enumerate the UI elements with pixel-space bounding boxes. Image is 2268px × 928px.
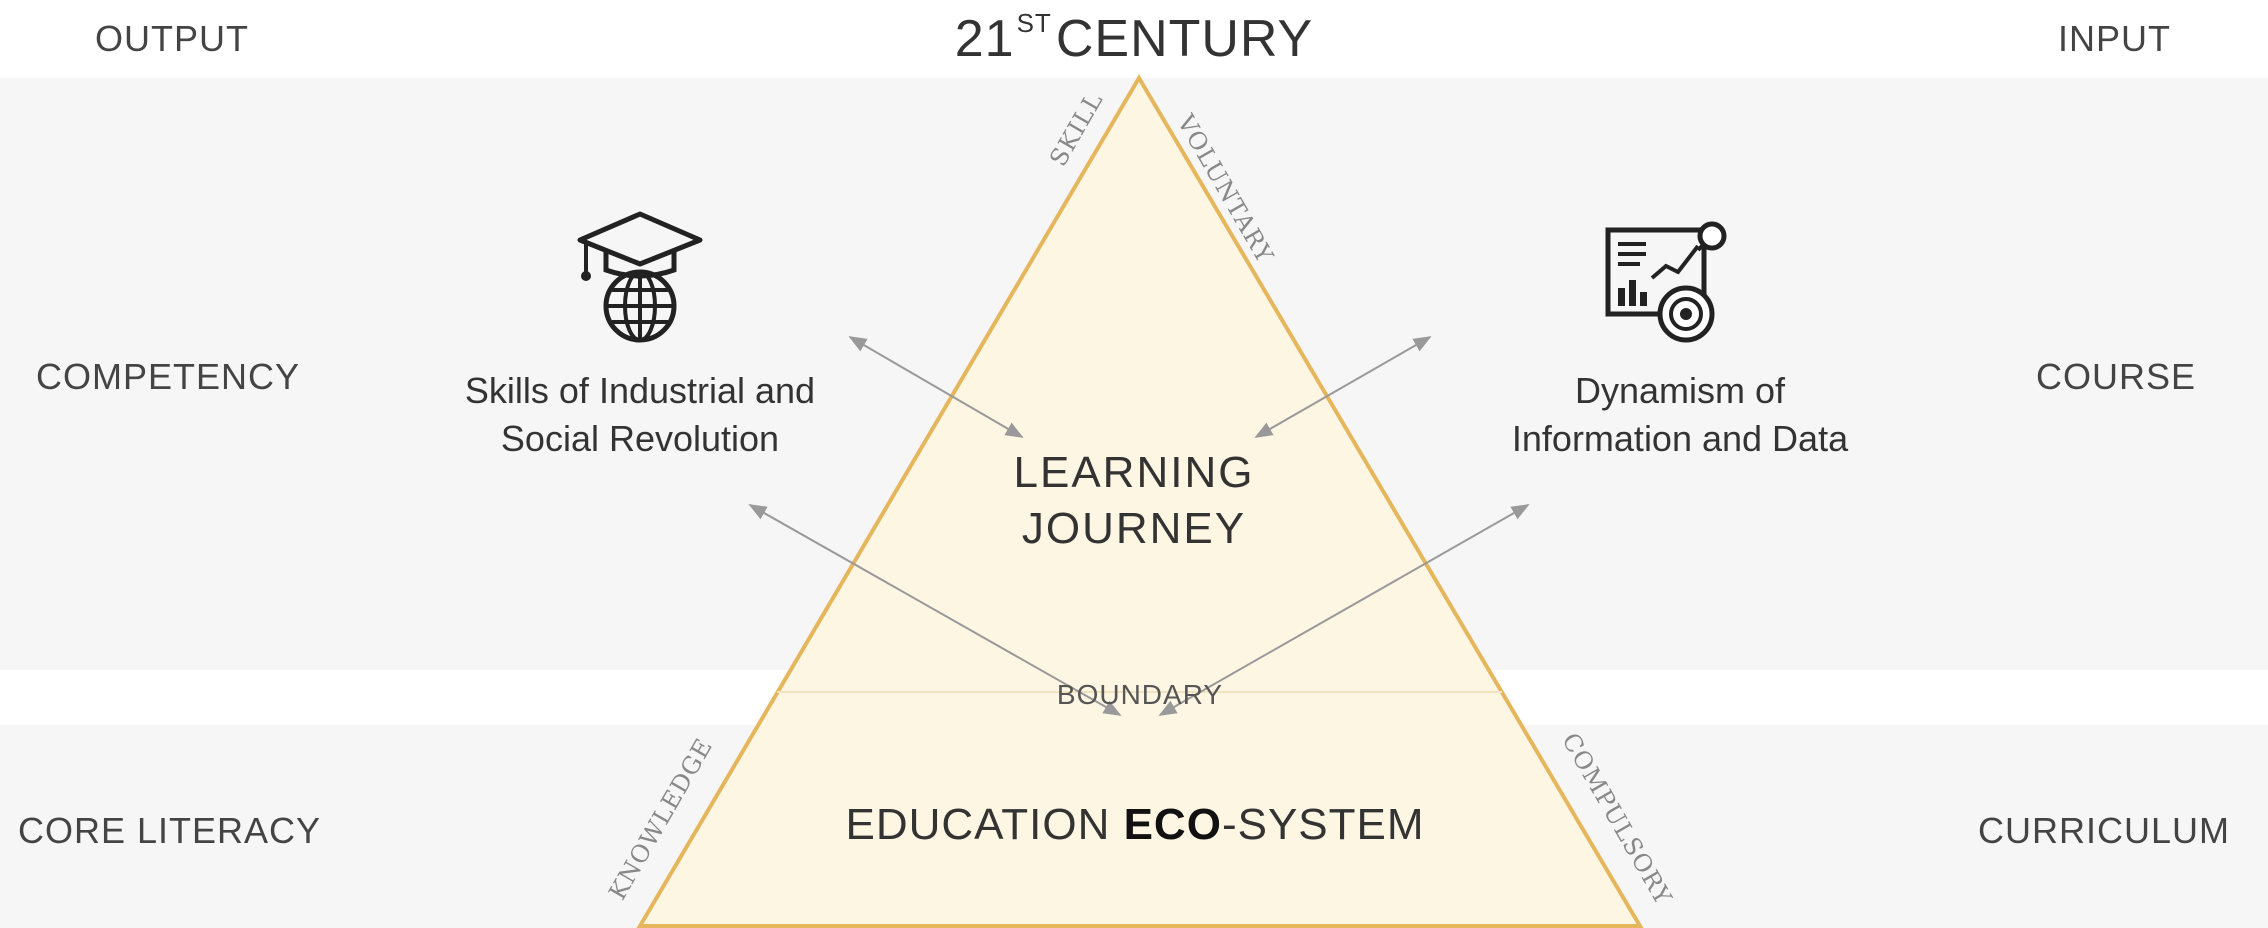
title-superscript: ST	[1016, 8, 1052, 38]
title-number: 21	[954, 10, 1015, 68]
competency-label: COMPETENCY	[36, 356, 301, 397]
boundary-label: BOUNDARY	[1056, 679, 1224, 710]
caption-dynamism-line2: Information and Data	[1511, 418, 1849, 459]
input-label: INPUT	[2058, 18, 2171, 59]
caption-skills: Skills of Industrial and Social Revoluti…	[380, 367, 900, 463]
course-label: COURSE	[2036, 356, 2197, 397]
learning-journey-line2: JOURNEY	[1021, 504, 1247, 553]
caption-skills-line2: Social Revolution	[500, 418, 780, 459]
title-word: CENTURY	[1055, 10, 1314, 68]
arrow-right-bottom	[1158, 504, 1530, 716]
learning-journey-line1: LEARNING	[1013, 448, 1255, 497]
learning-journey-label: LEARNING JOURNEY	[934, 445, 1334, 557]
caption-skills-line1: Skills of Industrial and	[464, 370, 816, 411]
arrow-right-top	[1254, 336, 1432, 438]
caption-dynamism-line1: Dynamism of	[1574, 370, 1786, 411]
core-literacy-label: CORE LITERACY	[18, 810, 322, 851]
page-title: 21STCENTURY	[0, 8, 2268, 69]
education-ecosystem-label: EDUCATION ECO-SYSTEM	[760, 800, 1510, 850]
eco-prefix: EDUCATION	[845, 800, 1124, 849]
arrow-left-top	[848, 336, 1024, 438]
arrow-left-bottom	[748, 504, 1122, 716]
graduation-globe-icon	[577, 211, 703, 343]
eco-bold: ECO	[1123, 800, 1222, 849]
caption-dynamism: Dynamism of Information and Data	[1420, 367, 1940, 463]
output-label: OUTPUT	[95, 18, 249, 59]
curriculum-label: CURRICULUM	[1978, 810, 2230, 851]
eco-suffix: -SYSTEM	[1221, 800, 1425, 849]
data-analytics-icon	[1605, 221, 1727, 343]
